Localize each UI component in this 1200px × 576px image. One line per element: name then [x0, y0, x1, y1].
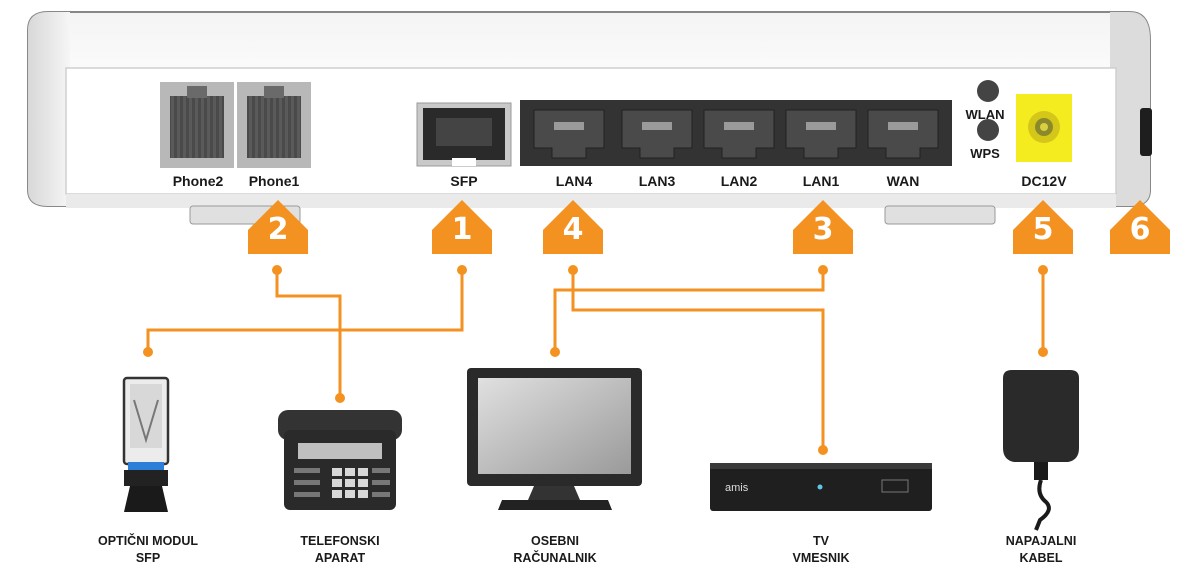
telephone-caption-line1: TELEFONSKI — [300, 534, 380, 548]
badge-1-shape — [432, 200, 492, 254]
phone1-label: Phone1 — [248, 173, 300, 189]
wan-port[interactable] — [867, 109, 939, 159]
sfp-module-icon — [122, 376, 170, 512]
badge-1: 1 — [451, 212, 473, 247]
computer-caption: OSEBNI RAČUNALNIK — [465, 533, 645, 567]
tv-box-caption: TV VMESNIK — [731, 533, 911, 567]
badge-5: 5 — [1032, 212, 1054, 247]
power-caption-line2: KABEL — [1019, 551, 1063, 565]
lan2-port[interactable] — [703, 109, 775, 159]
connector-dots — [143, 265, 1048, 455]
sfp-module-caption: OPTIČNI MODUL SFP — [58, 533, 238, 567]
wlan-label: WLAN — [965, 107, 1005, 122]
badge-2: 2 — [267, 212, 289, 247]
badge-5-shape — [1013, 200, 1073, 254]
telephone-caption-line2: APARAT — [314, 551, 366, 565]
sfp-module-caption-line2: SFP — [135, 551, 161, 565]
wps-label: WPS — [970, 146, 1000, 161]
wlan-button[interactable] — [977, 80, 999, 102]
lan3-port[interactable] — [621, 109, 693, 159]
tv-box-caption-line1: TV — [813, 534, 829, 548]
phone1-port[interactable] — [237, 82, 311, 168]
ethernet-port-panel — [520, 100, 952, 166]
computer-caption-line2: RAČUNALNIK — [513, 551, 597, 565]
lan4-port[interactable] — [533, 109, 605, 159]
power-caption: NAPAJALNI KABEL — [951, 533, 1131, 567]
power-switch[interactable] — [1140, 108, 1152, 156]
badge-4: 4 — [562, 212, 584, 247]
power-adapter-icon — [1003, 370, 1079, 531]
lan3-label: LAN3 — [638, 173, 676, 189]
tv-box-caption-line2: VMESNIK — [792, 551, 850, 565]
computer-monitor-icon — [467, 368, 642, 510]
tv-box-icon: amis — [710, 463, 932, 511]
wan-label: WAN — [886, 173, 920, 189]
badge-2-shape — [248, 200, 308, 254]
connector-lines — [146, 270, 1045, 450]
phone2-port[interactable] — [160, 82, 234, 168]
wps-button[interactable] — [977, 119, 999, 141]
lan4-label: LAN4 — [555, 173, 593, 189]
badge-4-shape — [543, 200, 603, 254]
dc12v-label: DC12V — [1021, 173, 1067, 189]
badge-6-shape — [1110, 200, 1170, 254]
lan1-label: LAN1 — [802, 173, 840, 189]
dc-power-jack[interactable] — [1016, 94, 1072, 162]
badge-3-shape — [793, 200, 853, 254]
sfp-port[interactable] — [416, 102, 512, 167]
lan1-port[interactable] — [785, 109, 857, 159]
telephone-caption: TELEFONSKI APARAT — [250, 533, 430, 567]
badge-3: 3 — [812, 212, 834, 247]
badge-6: 6 — [1129, 212, 1151, 247]
tv-box-brand-text: amis — [725, 482, 749, 494]
sfp-module-caption-line1: OPTIČNI MODUL — [98, 534, 198, 548]
telephone-icon — [278, 410, 402, 510]
phone2-label: Phone2 — [172, 173, 224, 189]
power-caption-line1: NAPAJALNI — [1005, 534, 1077, 548]
lan2-label: LAN2 — [720, 173, 758, 189]
computer-caption-line1: OSEBNI — [531, 534, 579, 548]
sfp-label: SFP — [450, 173, 478, 189]
